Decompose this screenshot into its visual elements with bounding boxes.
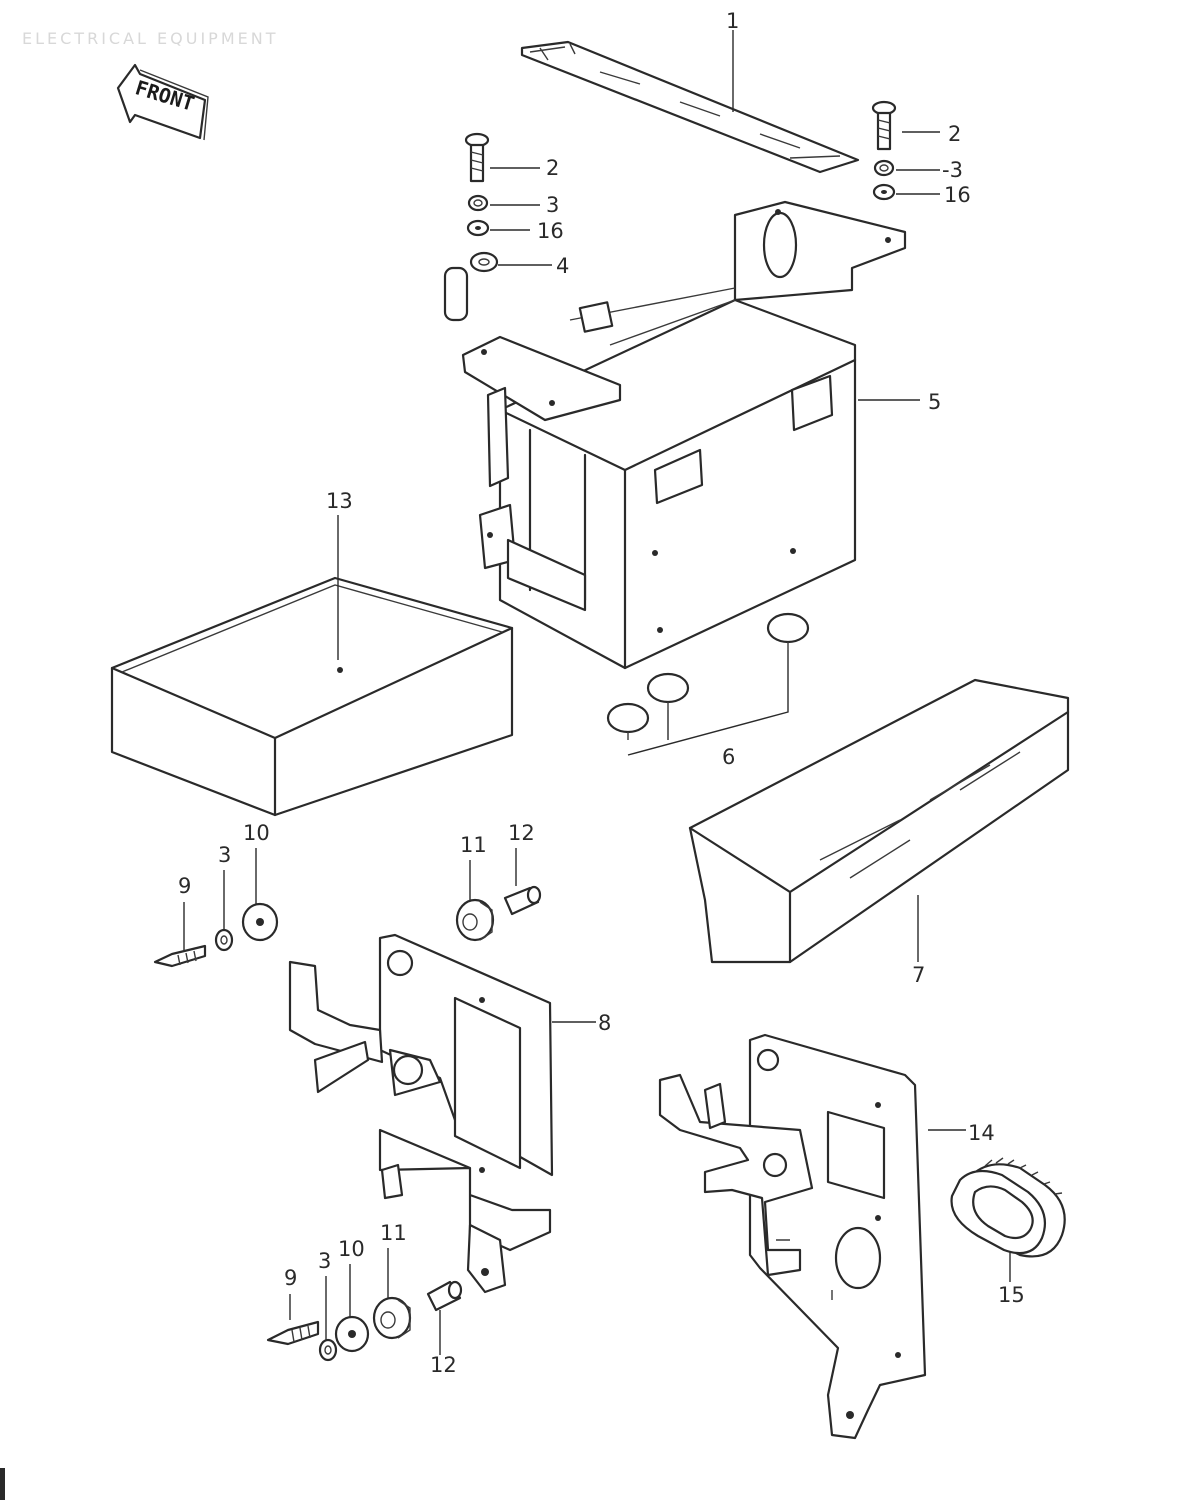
screw-2-right bbox=[871, 100, 897, 151]
callout-16-left: 16 bbox=[537, 219, 564, 243]
bolt-9-lower bbox=[266, 1320, 320, 1346]
grommet-11-lower bbox=[372, 1296, 412, 1340]
callout-13: 13 bbox=[326, 489, 353, 513]
part-5-battery-case bbox=[461, 200, 907, 670]
part-8-bracket bbox=[288, 933, 554, 1294]
callout-15: 15 bbox=[998, 1283, 1025, 1307]
page-edge-mark bbox=[0, 1468, 5, 1500]
collar-4 bbox=[443, 251, 499, 322]
callout-2-left: 2 bbox=[546, 156, 559, 180]
callout-3-right: -3 bbox=[942, 158, 963, 182]
washer-3-left bbox=[467, 194, 489, 212]
callout-4: 4 bbox=[556, 254, 569, 278]
part-7-cover bbox=[688, 678, 1070, 964]
washer-10-lower bbox=[334, 1315, 370, 1353]
callout-12-lower: 12 bbox=[430, 1353, 457, 1377]
callout-11-upper: 11 bbox=[460, 833, 487, 857]
callout-3-upper: 3 bbox=[218, 843, 231, 867]
callout-10-lower: 10 bbox=[338, 1237, 365, 1261]
screw-2-left bbox=[464, 132, 490, 183]
callout-11-lower: 11 bbox=[380, 1221, 407, 1245]
part-14-plate bbox=[658, 1033, 927, 1440]
callout-14: 14 bbox=[968, 1121, 995, 1145]
washer-3-right bbox=[873, 159, 895, 177]
washer-3-upper bbox=[214, 928, 234, 952]
grommet-11-upper bbox=[455, 898, 495, 942]
callout-10-upper: 10 bbox=[243, 821, 270, 845]
front-direction-badge: FRONT bbox=[116, 63, 209, 141]
callout-16-right: 16 bbox=[944, 183, 971, 207]
callout-2-right: 2 bbox=[948, 122, 961, 146]
callout-9-upper: 9 bbox=[178, 874, 191, 898]
washer-16-left bbox=[466, 219, 490, 237]
callout-12-upper: 12 bbox=[508, 821, 535, 845]
callout-9-lower: 9 bbox=[284, 1266, 297, 1290]
bolt-9-upper bbox=[153, 944, 207, 968]
part-15-grommet-ring bbox=[950, 1157, 1066, 1258]
part-1-strap bbox=[520, 40, 860, 174]
collar-12-upper bbox=[503, 885, 542, 916]
callout-3-lower: 3 bbox=[318, 1249, 331, 1273]
callout-8: 8 bbox=[598, 1011, 611, 1035]
callout-6: 6 bbox=[722, 745, 735, 769]
callout-5: 5 bbox=[928, 390, 941, 414]
leader-6 bbox=[627, 650, 789, 756]
washer-10-upper bbox=[241, 902, 279, 942]
callout-1: 1 bbox=[726, 9, 739, 33]
part-13-tray bbox=[110, 576, 514, 817]
part-6-rubber-feet bbox=[606, 612, 810, 740]
callout-7: 7 bbox=[912, 963, 925, 987]
header-text: ELECTRICAL EQUIPMENT bbox=[22, 29, 278, 48]
washer-3-lower bbox=[318, 1338, 338, 1362]
callout-3-left: 3 bbox=[546, 193, 559, 217]
collar-12-lower bbox=[426, 1280, 463, 1312]
washer-16-right bbox=[872, 183, 896, 201]
